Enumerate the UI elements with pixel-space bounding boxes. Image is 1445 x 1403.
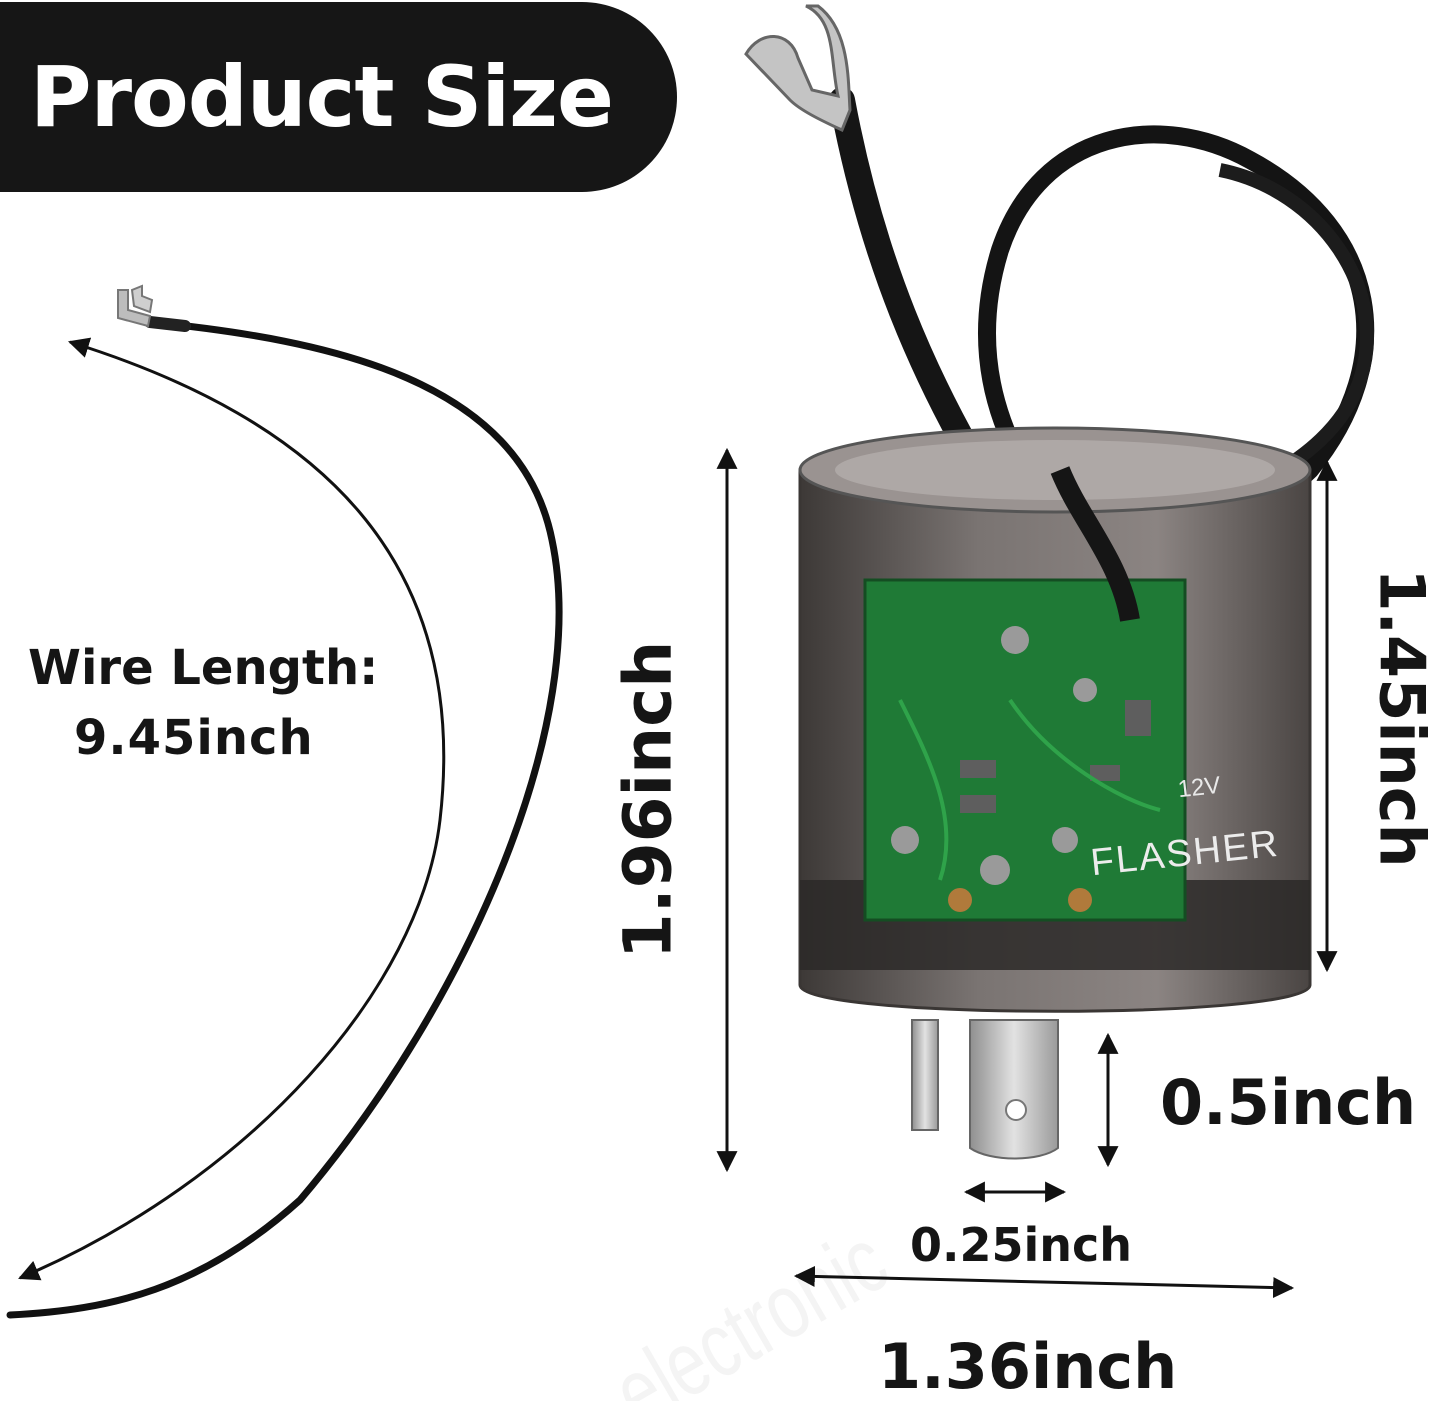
loose-wire bbox=[6, 284, 563, 1319]
housing-voltage-text: 12V bbox=[1176, 772, 1221, 803]
overall-height-label: 1.96inch bbox=[609, 640, 687, 960]
wire-length-value: 9.45inch bbox=[74, 710, 314, 766]
body-height-label: 1.45inch bbox=[1365, 568, 1439, 868]
body-width-label: 1.36inch bbox=[878, 1330, 1178, 1403]
wire-length-label: Wire Length: bbox=[28, 640, 379, 696]
housing-brand-text: electronic bbox=[597, 1209, 904, 1401]
spade-terminal-large bbox=[744, 4, 852, 133]
wire-length-arrow bbox=[18, 337, 446, 1281]
spade-terminal-small bbox=[117, 284, 154, 328]
blade-pin-main bbox=[969, 1019, 1059, 1160]
pin-width-label: 0.25inch bbox=[910, 1218, 1133, 1272]
pin-length-label: 0.5inch bbox=[1160, 1066, 1417, 1139]
arrow-body-width bbox=[793, 1265, 1295, 1299]
flasher-unit: electronic 12V FLASHER bbox=[597, 4, 1375, 1401]
title-badge: Product Size bbox=[0, 2, 677, 192]
page-title: Product Size bbox=[30, 48, 614, 146]
blade-pin-side bbox=[911, 1019, 939, 1131]
